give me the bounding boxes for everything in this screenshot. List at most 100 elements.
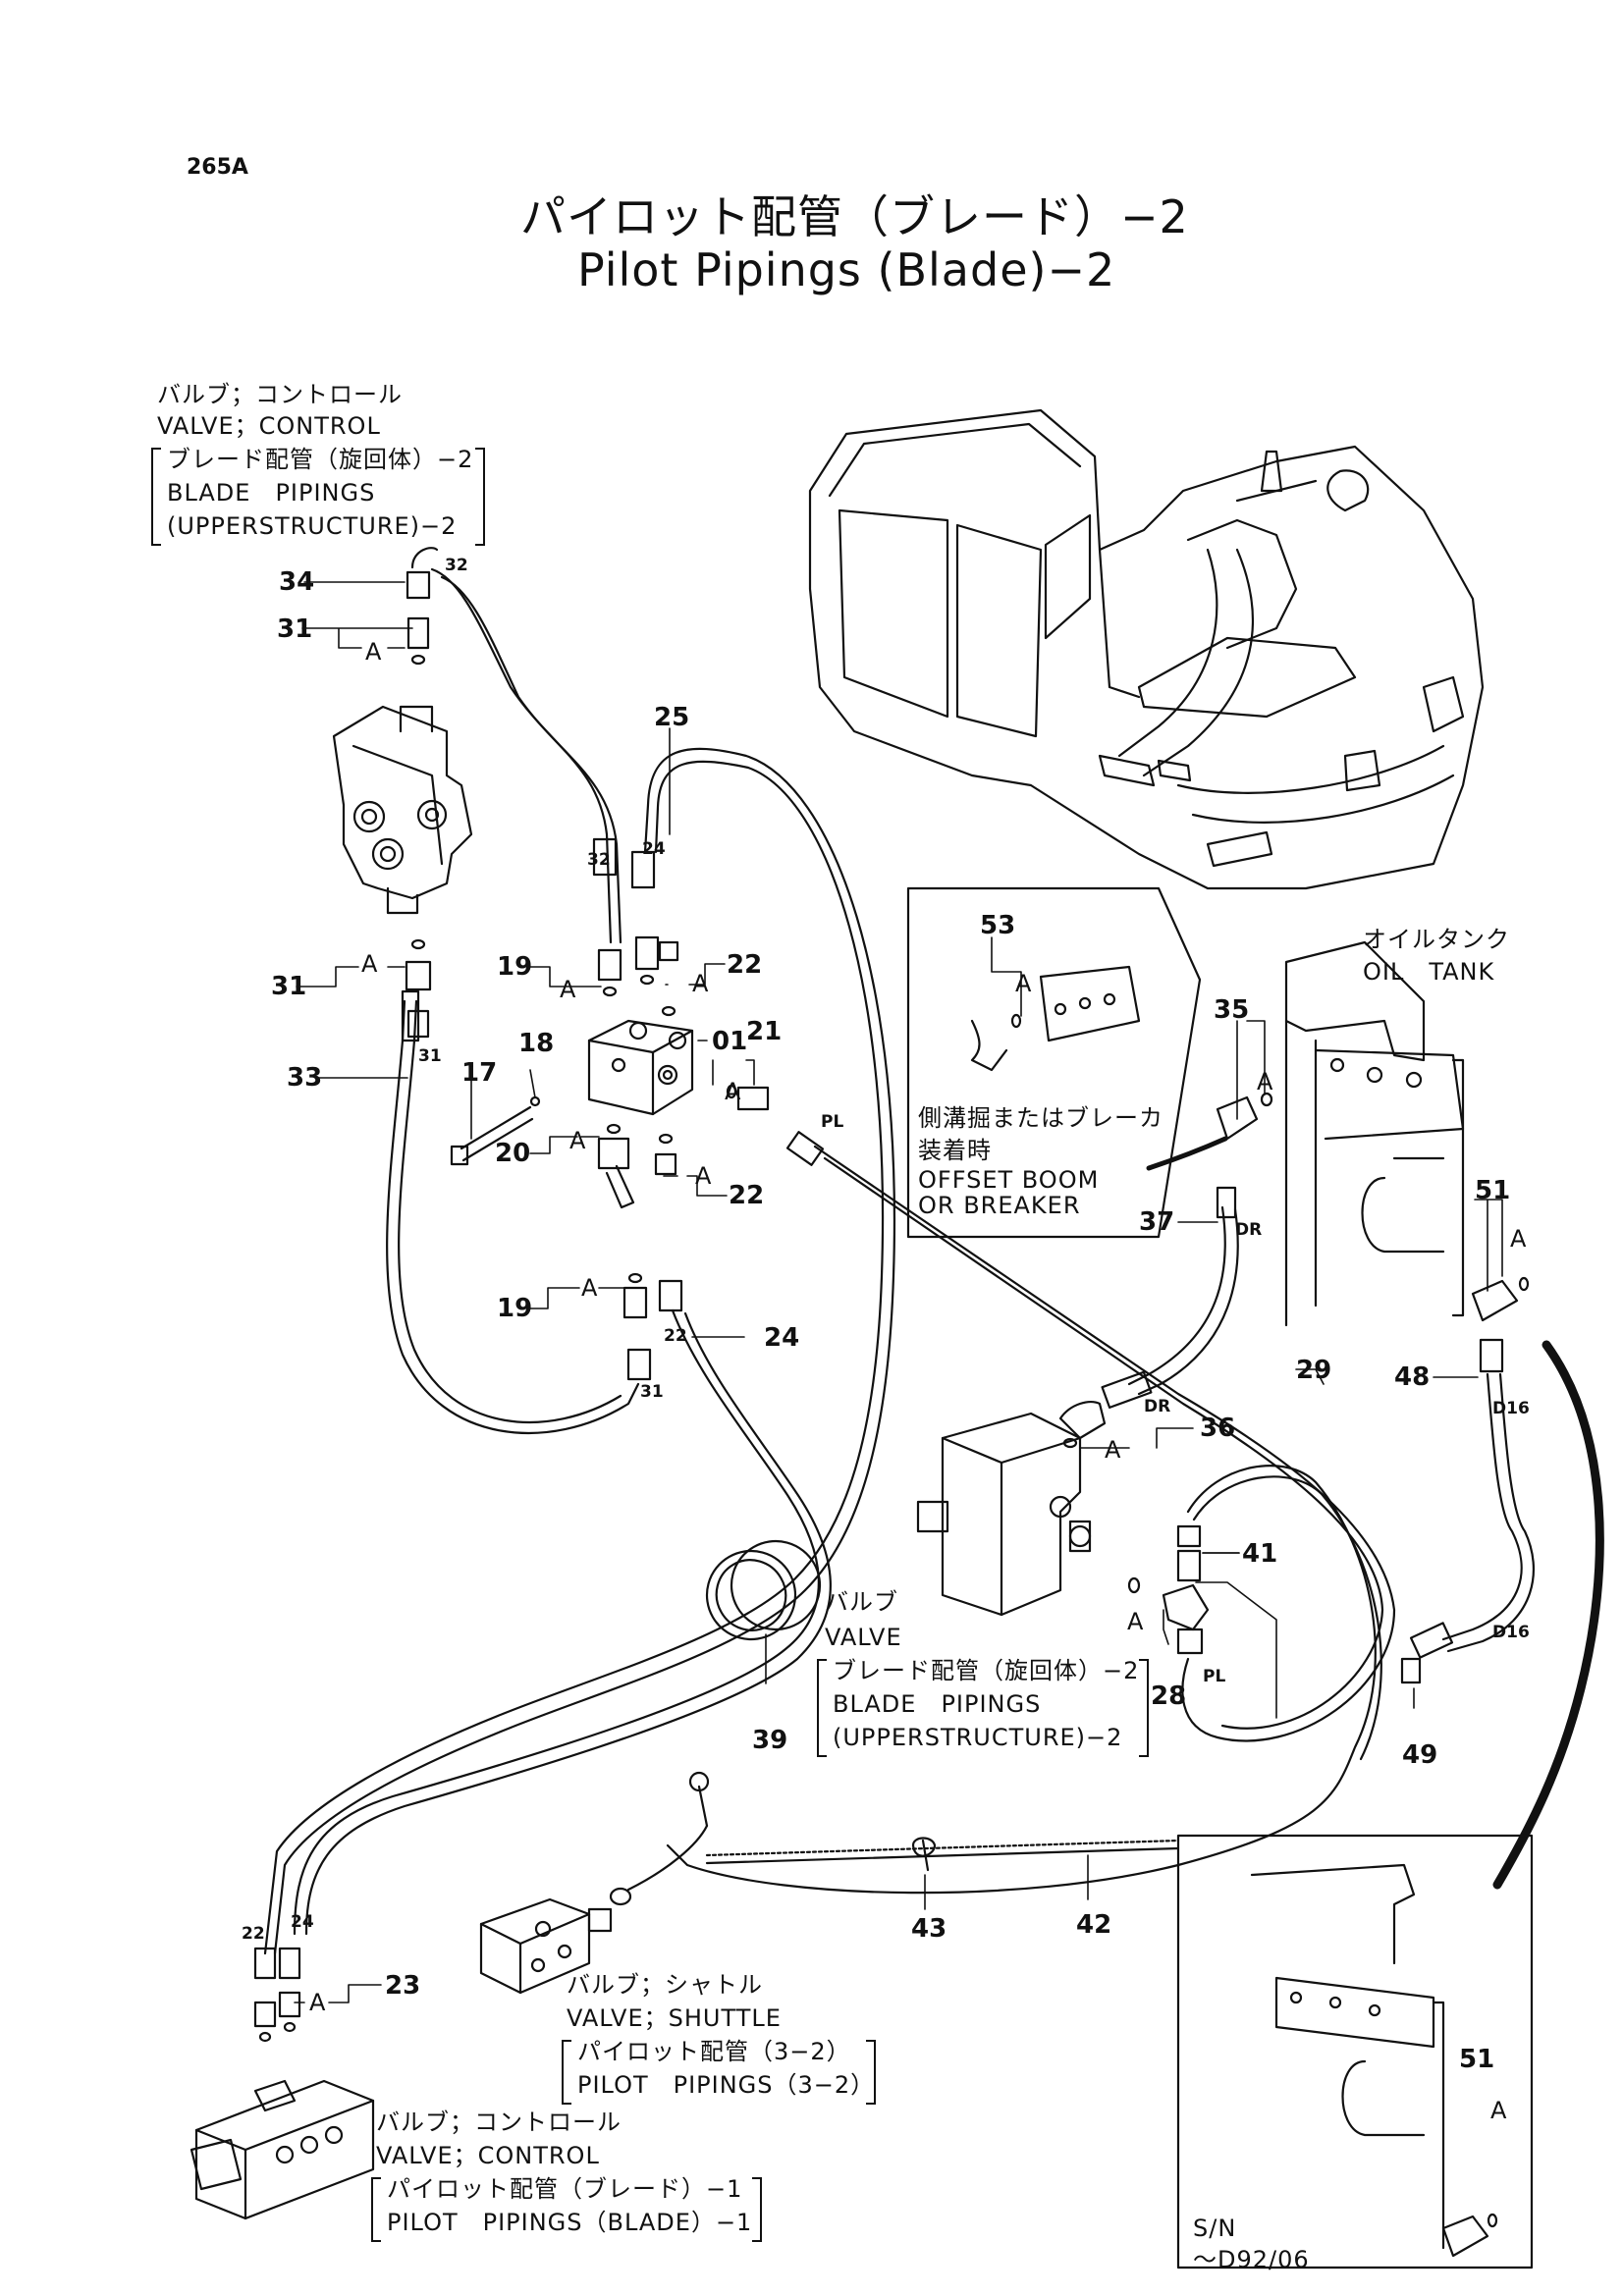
a-mark: A <box>692 970 710 997</box>
part-number: 48 <box>1394 1362 1431 1392</box>
part-number: 51 <box>1475 1176 1511 1205</box>
leader-lines <box>294 581 1503 2003</box>
a-mark: A <box>309 1989 327 2016</box>
callout-option-jp-2: 装着時 <box>918 1137 992 1164</box>
option-valve <box>916 1412 1092 1617</box>
pipe-tag: PL <box>1203 1667 1226 1686</box>
a-mark: A <box>1105 1436 1122 1464</box>
part-number: 21 <box>746 1017 783 1046</box>
a-mark: A <box>1490 2097 1508 2124</box>
part-number: 51 <box>1459 2045 1495 2074</box>
bracket <box>817 1659 827 1757</box>
callout-valve-shuttle-jp: バルブ；シャトル <box>567 1971 763 1999</box>
part-number: 49 <box>1402 1740 1438 1770</box>
callout-valve-shuttle-ref-jp: パイロット配管（3−2） <box>577 2038 851 2065</box>
part-number: 33 <box>287 1063 323 1093</box>
callout-option-en-1: OFFSET BOOM <box>918 1166 1100 1194</box>
bracket <box>151 448 161 546</box>
callout-valve-mid-en: VALVE <box>825 1624 902 1651</box>
part-number: 36 <box>1200 1414 1236 1443</box>
pipe-tag: PL <box>821 1112 844 1132</box>
a-mark: A <box>1257 1068 1274 1095</box>
pipe-tag: DR <box>1144 1397 1171 1416</box>
part-number: 43 <box>911 1914 947 1944</box>
callout-ref-en-1: BLADE PIPINGS <box>167 479 376 507</box>
pipe-tag: 32 <box>587 850 611 870</box>
part-number: 17 <box>461 1058 498 1088</box>
part-number: 53 <box>980 911 1016 940</box>
a-mark: A <box>695 1162 713 1190</box>
page-code: 265A <box>187 155 248 180</box>
bracket <box>371 2177 381 2242</box>
a-mark: A <box>581 1274 599 1302</box>
pipe-tag: 24 <box>642 839 666 859</box>
inset-serial-2: 〜D92/06 <box>1193 2246 1310 2273</box>
part-number: 18 <box>518 1029 555 1058</box>
callout-ref-jp: ブレード配管（旋回体）−2 <box>167 446 474 473</box>
pipe-tag: 31 <box>640 1382 664 1402</box>
oil-tank <box>1284 940 1465 1327</box>
callout-valve-mid-jp: バルブ <box>825 1588 898 1616</box>
bracket <box>475 448 485 546</box>
part-number: 23 <box>385 1971 421 2001</box>
a-mark: A <box>560 976 577 1003</box>
callout-valve-control-bottom-ref-jp: パイロット配管（ブレード）−1 <box>387 2175 743 2203</box>
a-mark: A <box>365 638 383 666</box>
pipe-tag: DR <box>1235 1220 1263 1240</box>
pipe-tag: D16 <box>1492 1399 1530 1418</box>
part-number: 22 <box>727 950 763 980</box>
part-number: 22 <box>729 1181 765 1210</box>
swivel-ring <box>705 1539 822 1641</box>
control-valve-upper <box>332 705 473 915</box>
callout-valve-mid-ref-jp: ブレード配管（旋回体）−2 <box>833 1657 1140 1684</box>
callout-option-jp-1: 側溝掘またはブレーカ <box>918 1104 1163 1132</box>
pipe-tag: 24 <box>291 1912 314 1932</box>
pipe-tag: 32 <box>445 556 468 575</box>
pipe-tag: 22 <box>242 1924 265 1944</box>
part-number: 37 <box>1139 1207 1175 1237</box>
a-mark: A <box>361 950 379 978</box>
part-number: 25 <box>654 703 690 732</box>
part-number: 19 <box>497 1294 533 1323</box>
pipe-tag: 22 <box>664 1326 687 1346</box>
callout-valve-shuttle-ref-en: PILOT PIPINGS（3−2） <box>577 2071 876 2099</box>
control-valve-bottom <box>189 2079 375 2220</box>
callout-valve-mid-ref-en-1: BLADE PIPINGS <box>833 1690 1042 1718</box>
callout-valve-control-jp: バルブ；コントロール <box>157 381 403 408</box>
part-number: 29 <box>1296 1356 1332 1385</box>
part-number: 24 <box>764 1323 800 1353</box>
bracket <box>1139 1659 1149 1757</box>
part-number: 39 <box>752 1726 788 1755</box>
callout-valve-shuttle-en: VALVE；SHUTTLE <box>567 2004 782 2032</box>
callout-valve-control-bottom-en: VALVE；CONTROL <box>376 2142 600 2169</box>
fittings-left-column <box>405 547 439 1039</box>
callout-ref-en-2: (UPPERSTRUCTURE)−2 <box>167 512 458 540</box>
bracket <box>752 2177 762 2242</box>
page-title-jp: パイロット配管（ブレード）−2 <box>520 190 1189 243</box>
bracket <box>562 2040 571 2105</box>
part-number: 20 <box>495 1139 531 1168</box>
callout-valve-mid-ref-en-2: (UPPERSTRUCTURE)−2 <box>833 1724 1123 1751</box>
callout-valve-control-bottom-jp: バルブ；コントロール <box>376 2109 622 2136</box>
part-number: 31 <box>277 614 313 644</box>
bracket <box>866 2040 876 2105</box>
shuttle-valve <box>479 1897 613 1995</box>
callout-oil-tank-en: OIL TANK <box>1363 958 1495 986</box>
part-number: 01 <box>712 1027 748 1056</box>
a-mark: A <box>1510 1225 1528 1253</box>
part-number: 41 <box>1242 1539 1278 1569</box>
a-mark: A <box>1015 970 1033 997</box>
option-detail-inset <box>906 886 1202 1239</box>
excavator-illustration <box>808 408 1485 890</box>
page-title-en: Pilot Pipings (Blade)−2 <box>577 243 1116 296</box>
manifold-block <box>587 1019 694 1116</box>
part-number: 31 <box>271 972 307 1001</box>
a-mark: A <box>569 1127 587 1154</box>
part-number: 35 <box>1214 995 1250 1025</box>
inset-serial-1: S/N <box>1193 2215 1237 2242</box>
pipe-tag: 31 <box>418 1046 442 1066</box>
part-number: 19 <box>497 952 533 982</box>
callout-valve-control-en: VALVE；CONTROL <box>157 412 381 440</box>
callout-oil-tank-jp: オイルタンク <box>1363 926 1510 953</box>
